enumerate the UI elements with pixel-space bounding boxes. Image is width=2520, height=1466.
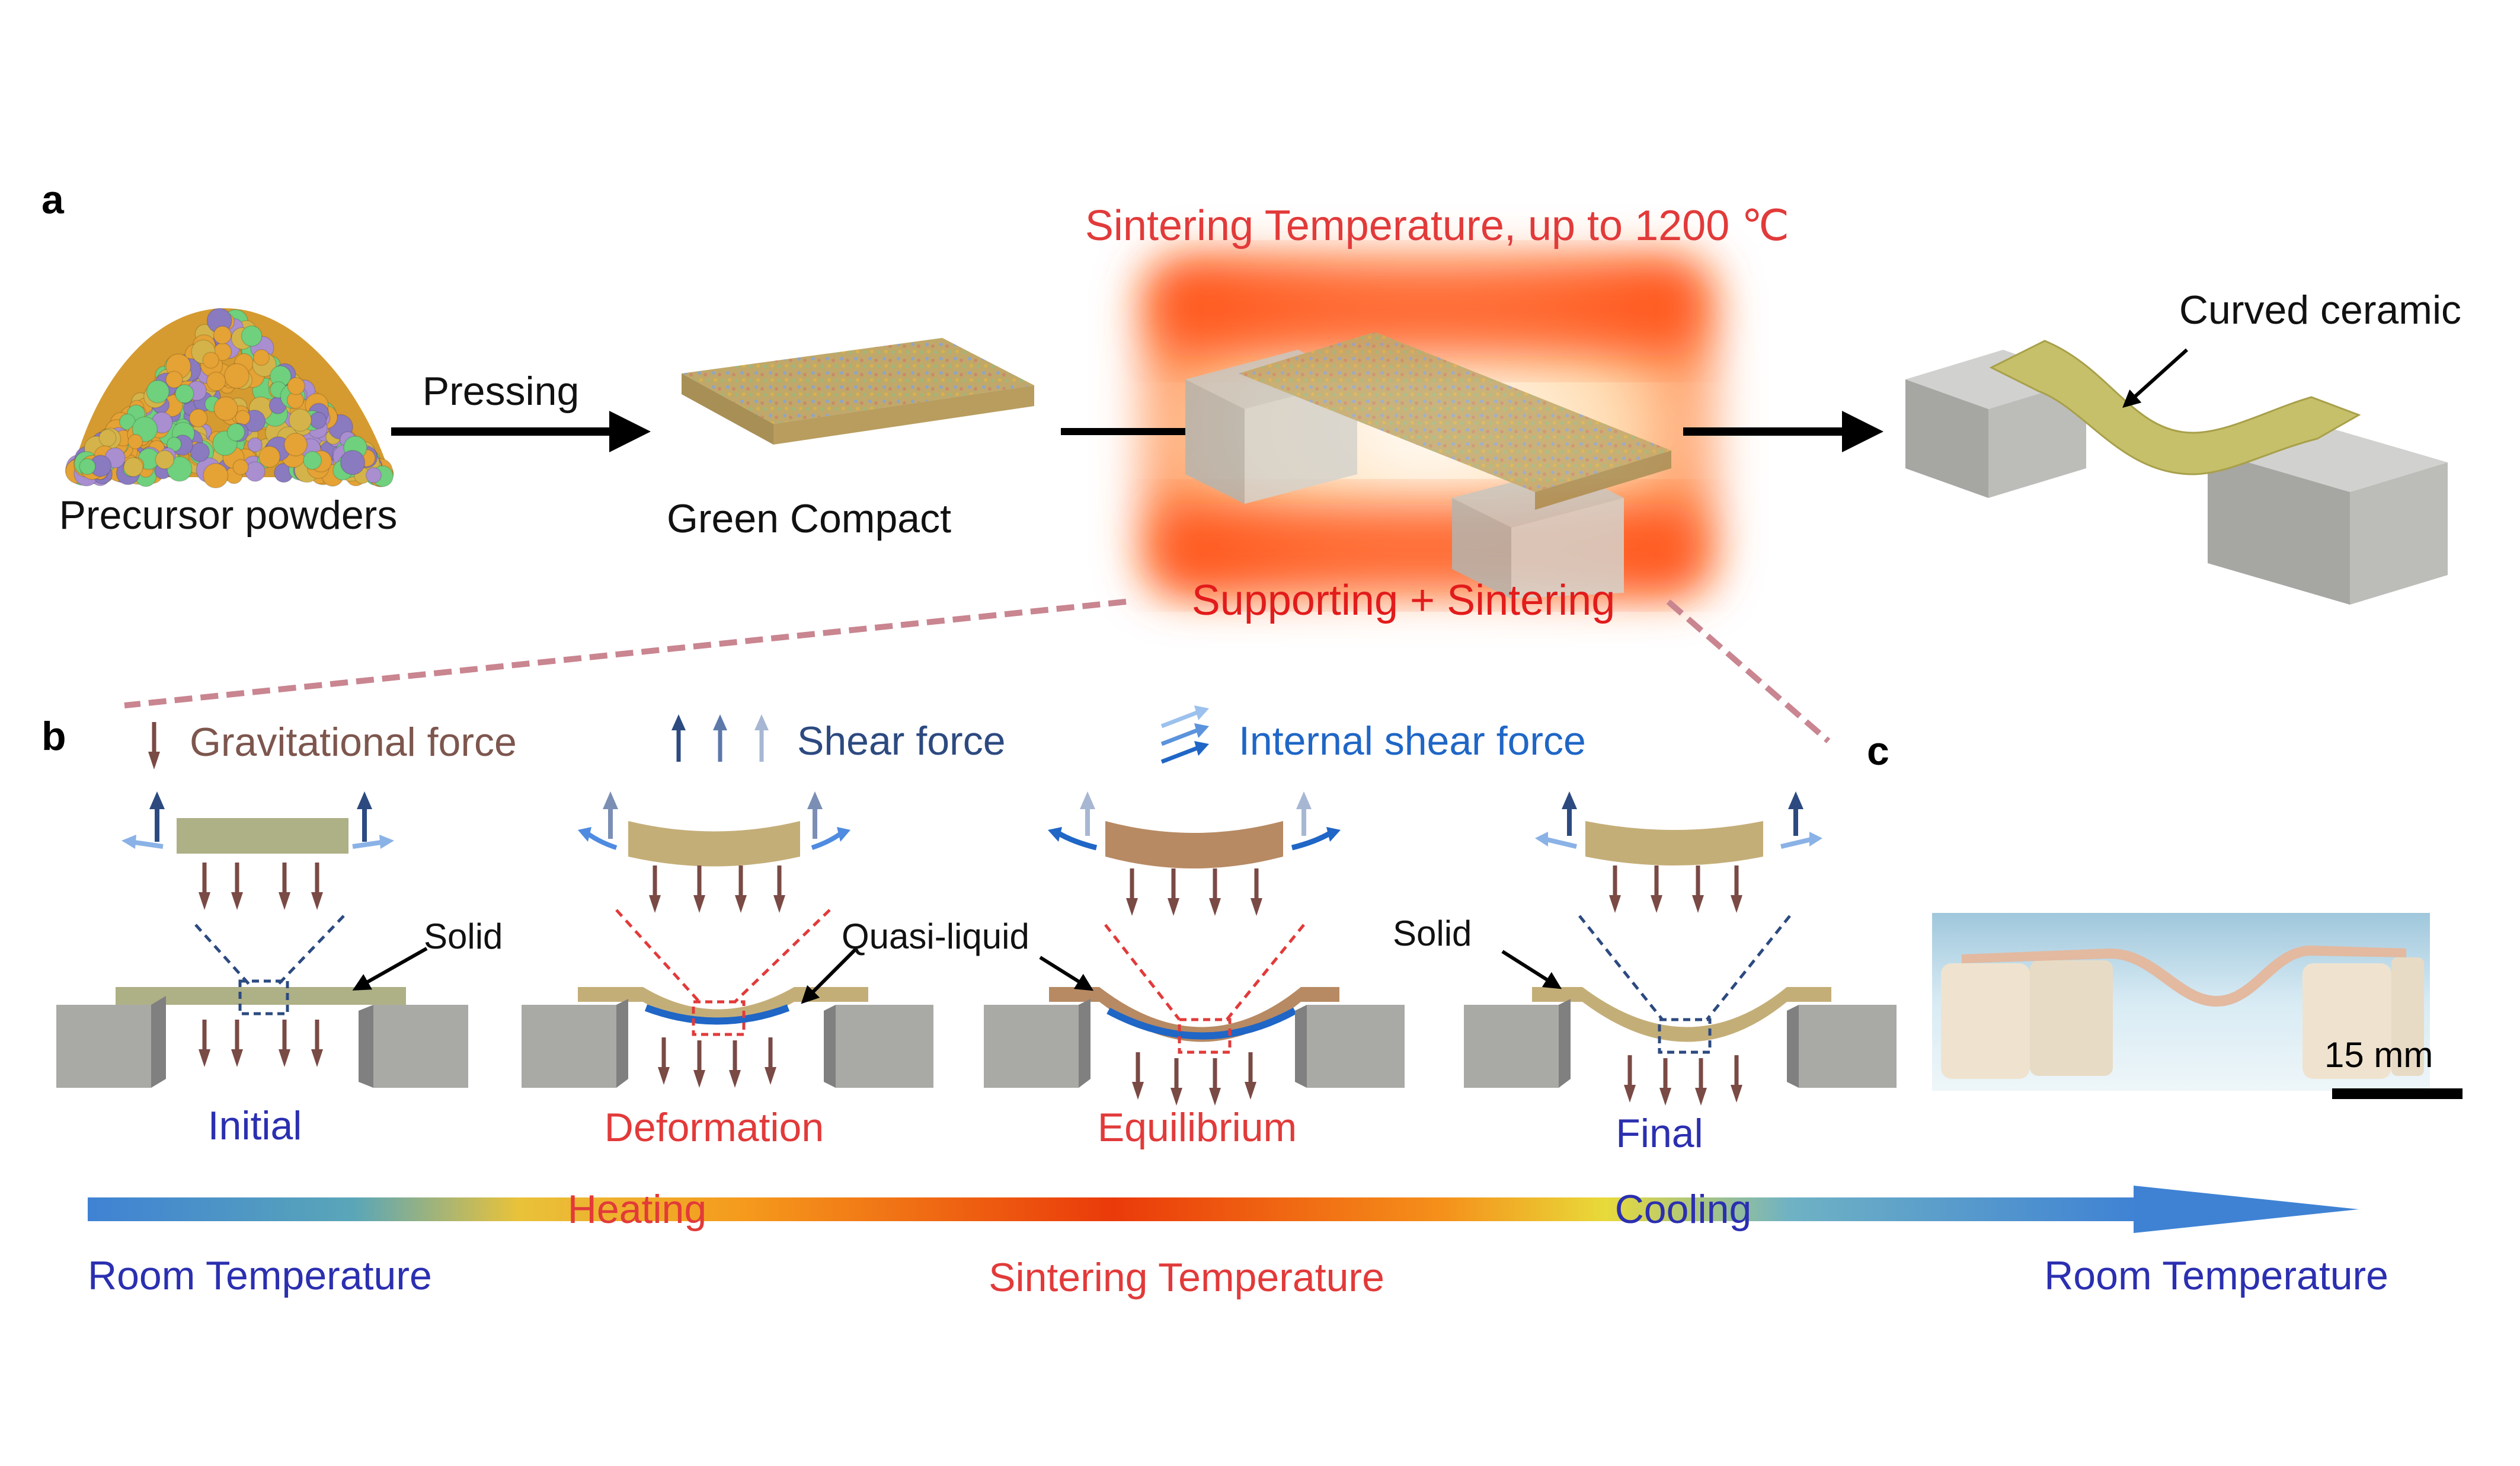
curved-ceramic-model [1905, 340, 2448, 605]
powder-particle [241, 325, 263, 347]
powder-particle [340, 449, 366, 475]
powder-particle [188, 408, 208, 428]
powder-particle [303, 451, 322, 470]
callout-solid-initial: Solid [424, 916, 503, 956]
powder-particle [258, 446, 281, 468]
shear-force-arrows-icon [671, 714, 769, 762]
legend-gravitational-force: Gravitational force [190, 720, 517, 765]
stage-label-deformation: Deformation [605, 1105, 824, 1150]
powder-particle [235, 410, 251, 426]
powder-particle [226, 423, 245, 442]
powder-particle [98, 429, 117, 447]
stage-equilibrium-diagram [984, 791, 1405, 1106]
powder-particle [175, 384, 194, 404]
callout-quasi-liquid: Quasi-liquid [842, 916, 1029, 956]
powder-particle [365, 467, 382, 484]
powder-particle [127, 434, 143, 449]
powder-particle [202, 352, 219, 369]
room-temperature-left-label: Room Temperature [88, 1253, 432, 1298]
precursor-powders-pile [65, 308, 394, 488]
powder-particle [206, 371, 226, 391]
stage-final-diagram [1464, 791, 1897, 1106]
pressing-label: Pressing [423, 369, 580, 414]
scale-bar [2332, 1088, 2463, 1099]
legend-internal-shear-force: Internal shear force [1239, 718, 1586, 764]
internal-shear-force-arrows-icon [1160, 705, 1209, 764]
stage-initial-diagram [56, 791, 468, 1088]
supported-sheet-in-furnace [1185, 332, 1671, 599]
powder-particle [232, 459, 249, 475]
panel-label-a: a [41, 177, 65, 222]
sintering-temperature-bar-label: Sintering Temperature [989, 1255, 1384, 1300]
powder-particle [223, 363, 250, 389]
stage-label-final: Final [1616, 1111, 1703, 1156]
powder-particle [252, 349, 270, 366]
powder-particle [146, 379, 170, 404]
supporting-sintering-label: Supporting + Sintering [1192, 577, 1615, 624]
curved-ceramic-label: Curved ceramic [2179, 288, 2461, 333]
stage-label-equilibrium: Equilibrium [1098, 1105, 1297, 1150]
cooling-label: Cooling [1615, 1187, 1752, 1232]
powder-particle [155, 450, 175, 469]
powder-particle [247, 437, 263, 453]
precursor-powders-label: Precursor powders [59, 493, 398, 538]
powder-particle [167, 456, 193, 482]
green-compact-slab [682, 338, 1034, 445]
powder-particle [165, 371, 183, 389]
powder-particle [190, 442, 210, 462]
green-compact-label: Green Compact [667, 496, 951, 541]
stage-deformation-diagram [522, 791, 933, 1088]
powder-particle [213, 396, 238, 421]
zoom-line-left [124, 599, 1127, 708]
stage-label-initial: Initial [208, 1103, 302, 1148]
powder-particle [287, 377, 305, 395]
powder-particle [309, 411, 327, 429]
room-temperature-right-label: Room Temperature [2044, 1253, 2388, 1298]
panel-label-c: c [1867, 729, 1889, 774]
powder-particle [283, 433, 308, 456]
curved-ceramic-pointer [2122, 348, 2189, 408]
powder-particle [288, 408, 312, 432]
curved-ceramic-photo [1932, 913, 2430, 1091]
powder-particle [213, 325, 232, 344]
sintering-temperature-label: Sintering Temperature, up to 1200 ℃ [1085, 202, 1789, 250]
callout-solid-final: Solid [1393, 914, 1472, 953]
powder-particle [203, 462, 229, 488]
legend-shear-force: Shear force [797, 718, 1006, 764]
scale-bar-label: 15 mm [2324, 1035, 2433, 1075]
panel-label-b: b [41, 714, 66, 759]
zoom-line-right [1666, 599, 1831, 743]
powder-particle [123, 457, 143, 477]
temperature-gradient-arrow [88, 1186, 2359, 1233]
gravitational-force-arrow-icon [148, 722, 160, 769]
heating-label: Heating [568, 1187, 706, 1232]
powder-particle [79, 458, 96, 475]
